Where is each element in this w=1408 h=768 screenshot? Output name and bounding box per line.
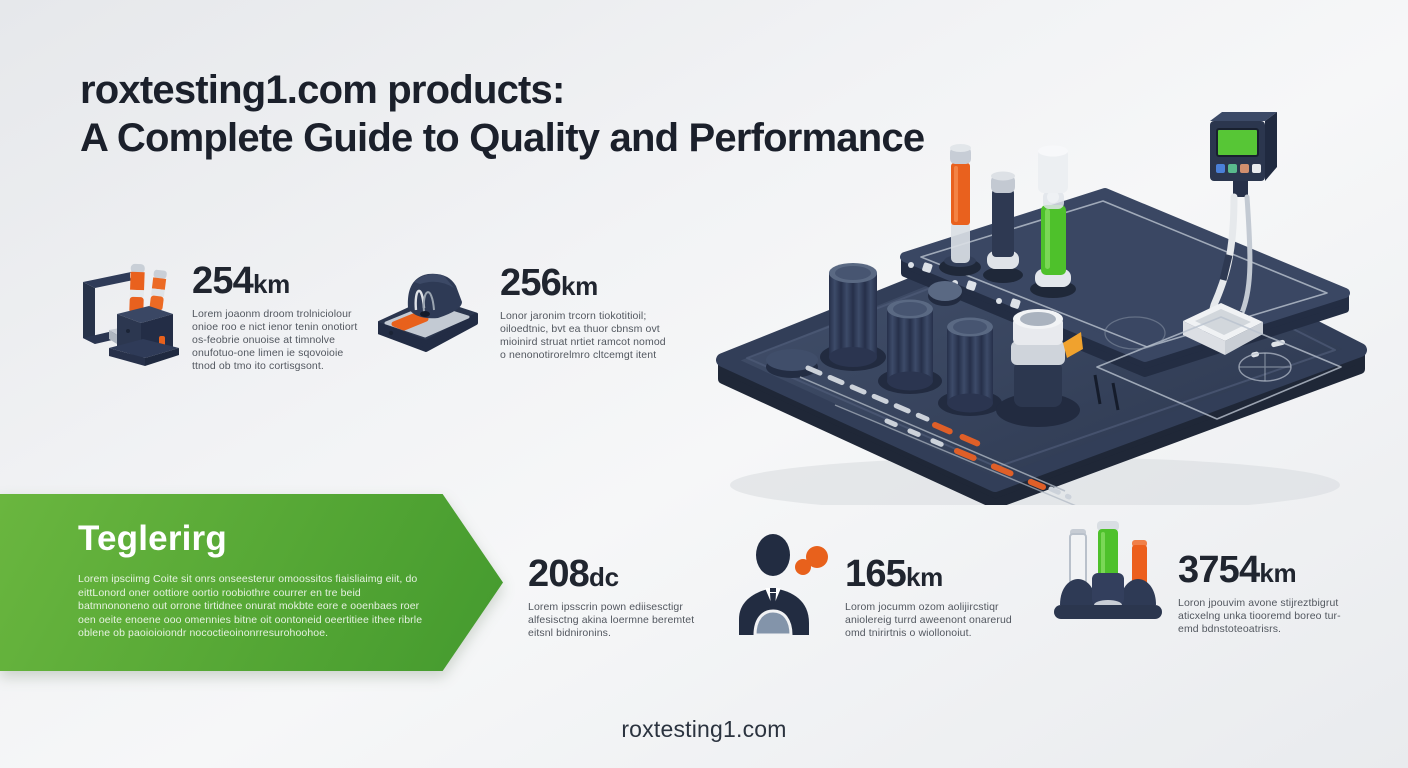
stat-description: Lorem joaonm droom trolniciolour onioe r… (192, 308, 358, 372)
stat-block-165km: 165km Lorom jocumm ozom aolijircstiqr an… (845, 553, 1019, 640)
title-line-2: A Complete Guide to Quality and Performa… (80, 116, 925, 160)
banner-description: Lorem ipsciimg Coite sit onrs onseesteru… (78, 573, 423, 639)
test-tubes-icon (1054, 521, 1162, 619)
stat-description: Lorom jocumm ozom aolijircstiqr aniolere… (845, 601, 1012, 639)
stat-unit: km (561, 271, 598, 301)
stat-block-254km: 254km Lorem joaonm droom trolniciolour o… (192, 260, 362, 373)
stat-description: Loron jpouvim avone stijreztbigrut aticx… (1178, 597, 1341, 635)
knob-3 (938, 317, 1002, 416)
stat-block-208dc: 208dc Lorem ipsscrin pown ediisesctigr a… (528, 553, 708, 640)
banner-title: Teglerirg (78, 519, 227, 558)
person-icon (739, 534, 828, 635)
stat-value: 208dc (528, 553, 619, 595)
meter-screen (1216, 128, 1259, 157)
stamp-device-icon (378, 273, 478, 352)
stat-unit: km (253, 269, 290, 299)
meter-probe-2 (1234, 194, 1253, 328)
control-panel-illustration (716, 112, 1367, 505)
stat-value: 256km (500, 262, 598, 304)
stat-value: 254km (192, 260, 290, 302)
title-line-1: roxtesting1.com products: (80, 68, 565, 112)
stat-unit: dc (589, 562, 619, 592)
test-rig-icon (83, 263, 179, 366)
stat-value: 165km (845, 553, 943, 595)
knob-1 (820, 263, 886, 371)
page-title: roxtesting1.com products: A Complete Gui… (80, 66, 925, 162)
footer-domain: roxtesting1.com (621, 716, 787, 742)
dark-test-tube (983, 171, 1023, 283)
digital-meter (1205, 112, 1277, 329)
silver-cylinder-control (996, 309, 1083, 427)
orange-test-tube (939, 144, 981, 276)
stat-unit: km (1259, 558, 1297, 588)
banner-arrow-shape: Teglerirg Lorem ipsciimg Coite sit onrs … (0, 494, 503, 671)
stat-unit: km (906, 562, 943, 592)
stat-description: Lorem ipsscrin pown ediisesctigr alfesis… (528, 601, 695, 639)
highlight-banner: Teglerirg Lorem ipsciimg Coite sit onrs … (0, 494, 503, 671)
stat-block-3754km: 3754km Loron jpouvim avone stijreztbigru… (1178, 549, 1354, 636)
knob-2 (878, 299, 942, 394)
stat-block-256km: 256km Lonor jaronim trcorn tiokotitioil;… (500, 262, 672, 362)
stat-value: 3754km (1178, 549, 1297, 591)
green-test-tube (1030, 145, 1076, 298)
stat-description: Lonor jaronim trcorn tiokotitioil; oiloe… (500, 310, 666, 361)
